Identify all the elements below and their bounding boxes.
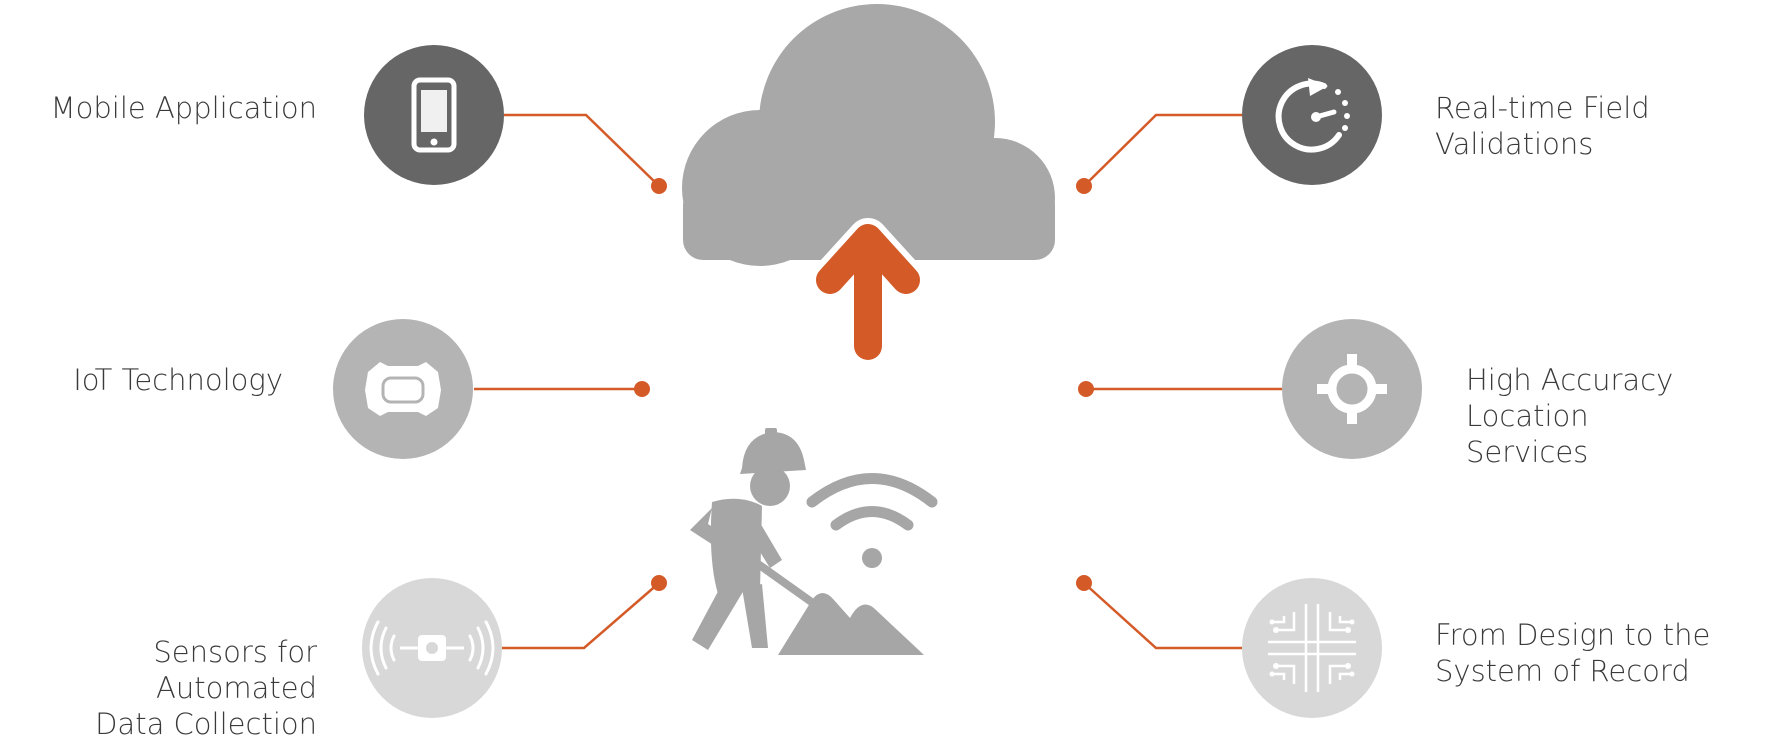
label-line: From Design to the <box>1435 618 1711 652</box>
circuit-board-icon <box>1242 578 1382 718</box>
connector-realtime <box>1083 113 1242 187</box>
worker-figure <box>690 428 924 655</box>
label-location-services: High Accuracy Location Services <box>1466 362 1787 470</box>
sensor-signal-icon <box>362 578 502 718</box>
label-line: Data Collection <box>95 707 317 741</box>
label-iot-technology: IoT Technology <box>73 362 283 398</box>
label-realtime-validations: Real-time Field Validations <box>1435 90 1787 162</box>
label-line: System of Record <box>1435 654 1690 688</box>
label-line: Services <box>1466 435 1589 469</box>
iot-device-icon <box>333 319 473 459</box>
label-line: High Accuracy Location <box>1466 363 1674 433</box>
upload-arrow <box>807 218 929 368</box>
connector-dot <box>634 381 650 397</box>
wifi-icon <box>806 473 938 568</box>
connector-record <box>1083 582 1242 650</box>
label-line: Sensors for Automated <box>153 635 317 705</box>
crosshair-location-icon <box>1282 319 1422 459</box>
connector-dots <box>634 178 1094 591</box>
smartphone-icon <box>364 45 504 185</box>
label-line: Mobile Application <box>50 91 317 125</box>
cloud-upload-icon <box>682 4 1055 368</box>
construction-worker-wifi-icon <box>690 428 938 655</box>
connector-dot <box>651 178 667 194</box>
label-line: Real-time Field Validations <box>1435 91 1650 161</box>
label-line: IoT Technology <box>73 363 283 397</box>
label-system-of-record: From Design to the System of Record <box>1435 617 1710 689</box>
label-sensors: Sensors for Automated Data Collection <box>0 634 317 742</box>
diagram-canvas <box>333 4 1422 718</box>
connector-dot <box>1078 381 1094 397</box>
connector-sensors <box>502 582 660 650</box>
connector-dot <box>1076 575 1092 591</box>
timer-refresh-icon <box>1242 45 1382 185</box>
connector-dot <box>651 575 667 591</box>
label-mobile-application: Mobile Application <box>51 90 317 126</box>
connector-mobile <box>504 113 660 187</box>
connector-lines <box>474 113 1282 650</box>
connector-dot <box>1076 178 1092 194</box>
